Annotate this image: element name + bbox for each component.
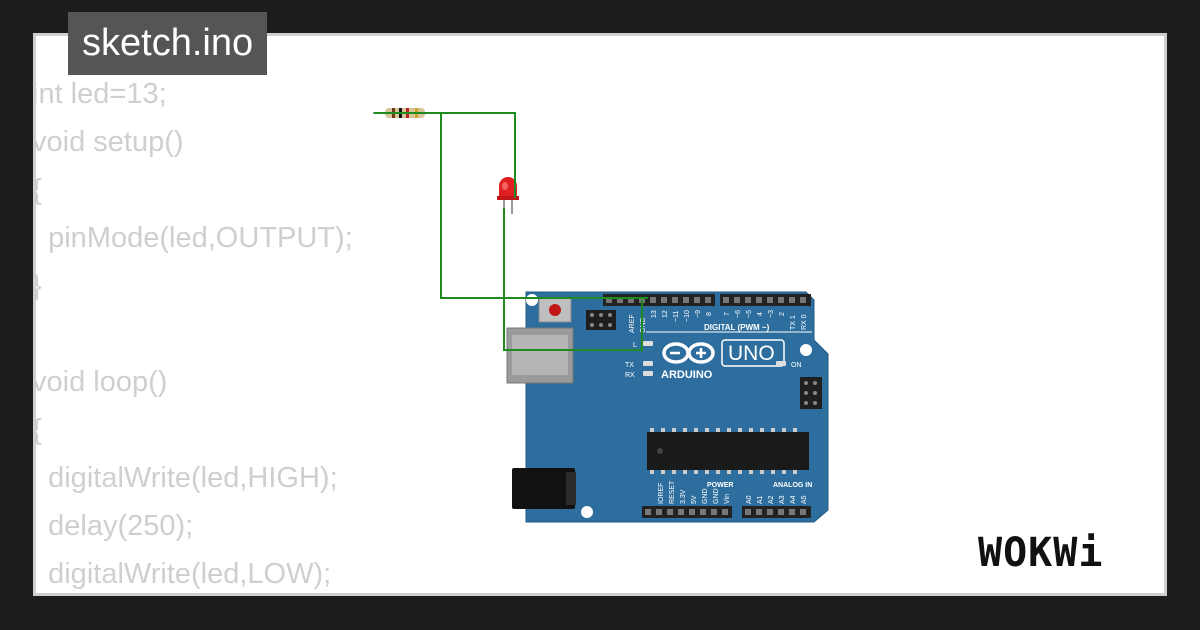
pin-label: ~3 — [768, 310, 775, 318]
pin-label: A0 — [746, 495, 753, 504]
pin-label: A5 — [801, 495, 808, 504]
l-led-label: L — [633, 342, 637, 349]
on-label: ON — [791, 362, 802, 369]
pin-label: GND — [702, 488, 709, 504]
top-pin-labels: AREF GND 13 12 ~11 ~10 ~9 8 7 ~6 ~5 4 ~3… — [629, 310, 808, 333]
pin-label: 2 — [779, 312, 786, 316]
red-led[interactable] — [497, 177, 519, 214]
card-bottom-border — [33, 593, 1167, 596]
pin-label: 8 — [706, 312, 713, 316]
icsp2-header — [800, 377, 822, 409]
pin-label: 3.3V — [680, 489, 687, 504]
icsp-header — [586, 310, 616, 330]
sketch-tab-title[interactable]: sketch.ino — [68, 12, 268, 75]
mounting-hole — [800, 344, 812, 356]
pin-label: ~9 — [695, 310, 702, 318]
code-editor[interactable]: int led=13; void setup() { pinMode(led,OUT… — [32, 70, 353, 598]
uno-badge — [721, 339, 785, 367]
pin-label: 12 — [662, 310, 669, 318]
wire-led-to-pin13 — [503, 208, 643, 351]
wire-resistor-to-led — [424, 112, 516, 198]
pin-label: Vin — [724, 494, 731, 504]
code-line: digitalWrite(led,LOW); — [32, 558, 332, 590]
l-led — [643, 341, 653, 346]
card-left-border — [33, 33, 36, 596]
tx-label: TX — [625, 362, 634, 369]
uno-model-label: UNO — [728, 342, 775, 365]
pin-label: 13 — [651, 310, 658, 318]
bottom-pin-labels: IOREF RESET 3.3V 5V GND GND Vin A0 A1 A2… — [658, 480, 808, 504]
pin-label: TX 1 — [790, 315, 797, 330]
pin-label: ~5 — [746, 310, 753, 318]
arduino-brand-label: ARDUINO — [661, 369, 713, 381]
code-line: void loop() — [32, 366, 168, 398]
digital-header-right — [720, 294, 811, 306]
power-label: POWER — [707, 482, 733, 489]
mounting-hole — [526, 294, 538, 306]
left-frame — [0, 0, 33, 630]
pin-label: A3 — [779, 495, 786, 504]
pin-label: GND — [713, 488, 720, 504]
bottom-frame — [0, 596, 1200, 630]
code-line: digitalWrite(led,HIGH); — [32, 462, 338, 494]
wires[interactable] — [374, 112, 648, 351]
code-line: int led=13; — [32, 78, 167, 110]
code-line: } — [32, 270, 42, 302]
code-line: { — [32, 174, 42, 206]
pin-label: ~11 — [673, 311, 680, 322]
pin-label: GND — [640, 317, 647, 333]
arduino-uno-board[interactable]: DIGITAL (PWM ~) AREF GND 13 12 ~11 ~10 ~… — [506, 291, 829, 523]
pin-label: 7 — [724, 312, 731, 316]
pin-label: RESET — [669, 480, 676, 504]
wokwi-logo-text: WOKWi — [978, 530, 1103, 576]
pin-label: 5V — [691, 495, 698, 504]
rx-label: RX — [625, 372, 635, 379]
code-line: void setup() — [32, 126, 184, 158]
on-led — [776, 361, 786, 366]
pin-label: AREF — [629, 314, 636, 333]
pin-label: A4 — [790, 495, 797, 504]
pin-label: ~10 — [684, 310, 691, 322]
tx-led — [643, 361, 653, 366]
pin-label: ~6 — [735, 310, 742, 318]
pin-label: 4 — [757, 312, 764, 316]
pin-label: A1 — [757, 495, 764, 504]
power-jack — [512, 468, 575, 509]
wire-resistor-to-gnd — [374, 112, 648, 299]
code-line: { — [32, 414, 42, 446]
atmega-chip — [647, 432, 809, 470]
mounting-hole — [581, 506, 593, 518]
analog-in-label: ANALOG IN — [773, 482, 812, 489]
arduino-logo-icon — [662, 342, 715, 364]
rx-led — [643, 371, 653, 376]
code-line: delay(250); — [32, 510, 194, 542]
code-line: pinMode(led,OUTPUT); — [32, 222, 353, 254]
power-header — [642, 506, 732, 518]
pin-label: A2 — [768, 495, 775, 504]
wokwi-logo: WOKWi — [978, 530, 1103, 576]
pin-label: RX 0 — [801, 314, 808, 330]
pin-label: IOREF — [658, 483, 665, 504]
digital-pwm-label: DIGITAL (PWM ~) — [704, 323, 770, 332]
